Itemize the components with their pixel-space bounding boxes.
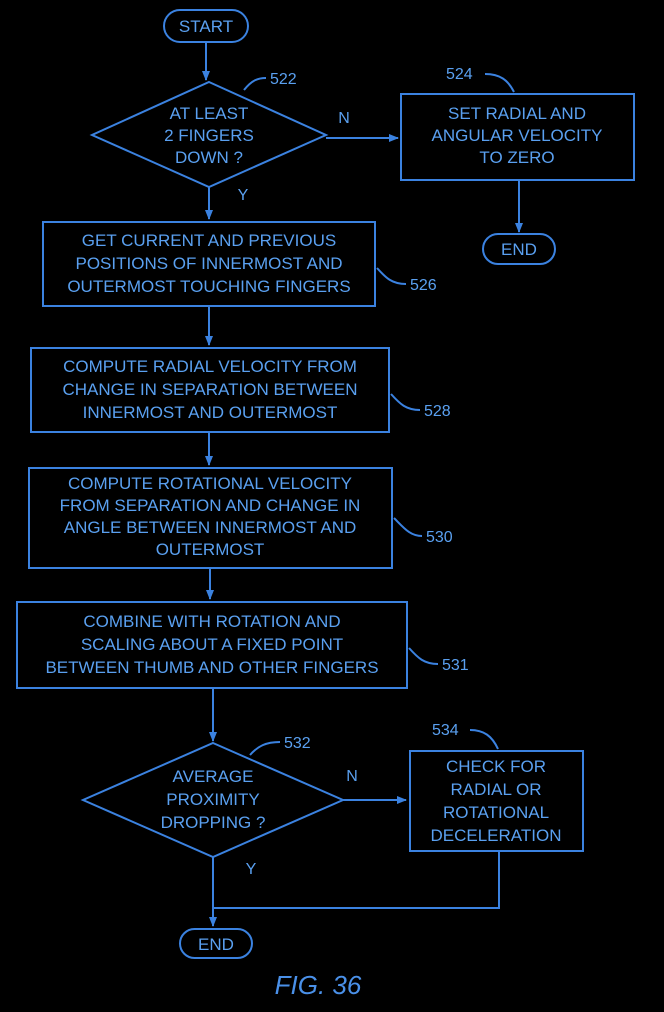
start-terminal: START bbox=[163, 9, 249, 43]
figure-caption: FIG. 36 bbox=[275, 970, 362, 1000]
box-526: GET CURRENT AND PREVIOUS POSITIONS OF IN… bbox=[42, 221, 437, 307]
decision-522-line-2: 2 FINGERS bbox=[164, 126, 254, 145]
decision-522-line-1: AT LEAST bbox=[170, 104, 249, 123]
box-534: CHECK FOR RADIAL OR ROTATIONAL DECELERAT… bbox=[409, 722, 584, 852]
end-right-label: END bbox=[501, 240, 537, 259]
decision-522-line-3: DOWN ? bbox=[175, 148, 243, 167]
start-label: START bbox=[179, 17, 233, 36]
box-528-line-2: CHANGE IN SEPARATION BETWEEN bbox=[62, 380, 357, 399]
ref-534: 534 bbox=[432, 722, 459, 739]
decision-532: AVERAGE PROXIMITY DROPPING ? 532 N Y bbox=[80, 735, 358, 878]
decision-532-yes-label: Y bbox=[246, 861, 257, 878]
ref-528: 528 bbox=[424, 403, 451, 420]
decision-522: AT LEAST 2 FINGERS DOWN ? 522 N Y bbox=[89, 71, 350, 204]
decision-532-line-2: PROXIMITY bbox=[166, 790, 260, 809]
box-534-line-3: ROTATIONAL bbox=[443, 803, 549, 822]
box-530-line-2: FROM SEPARATION AND CHANGE IN bbox=[60, 496, 361, 515]
end-bottom-label: END bbox=[198, 935, 234, 954]
decision-522-yes-label: Y bbox=[238, 187, 249, 204]
box-528: COMPUTE RADIAL VELOCITY FROM CHANGE IN S… bbox=[30, 347, 451, 433]
box-528-line-3: INNERMOST AND OUTERMOST bbox=[83, 403, 338, 422]
connector-534-to-merge bbox=[213, 851, 500, 909]
leader-534 bbox=[469, 729, 499, 750]
box-530-line-4: OUTERMOST bbox=[156, 540, 265, 559]
leader-522 bbox=[243, 77, 267, 91]
box-524: SET RADIAL AND ANGULAR VELOCITY TO ZERO … bbox=[400, 66, 635, 181]
box-526-line-2: POSITIONS OF INNERMOST AND bbox=[76, 254, 343, 273]
box-524-line-1: SET RADIAL AND bbox=[448, 104, 586, 123]
box-531-line-2: SCALING ABOUT A FIXED POINT bbox=[81, 635, 343, 654]
end-terminal-right: END bbox=[482, 233, 556, 265]
ref-522: 522 bbox=[270, 71, 297, 88]
box-526-line-3: OUTERMOST TOUCHING FINGERS bbox=[67, 277, 350, 296]
end-terminal-bottom: END bbox=[179, 928, 253, 959]
ref-526: 526 bbox=[410, 277, 437, 294]
ref-524: 524 bbox=[446, 66, 473, 83]
box-530-line-1: COMPUTE ROTATIONAL VELOCITY bbox=[68, 474, 352, 493]
decision-532-line-1: AVERAGE bbox=[173, 767, 254, 786]
ref-531: 531 bbox=[442, 657, 469, 674]
box-530: COMPUTE ROTATIONAL VELOCITY FROM SEPARAT… bbox=[28, 467, 453, 569]
leader-526 bbox=[376, 267, 407, 285]
box-531-line-3: BETWEEN THUMB AND OTHER FINGERS bbox=[45, 658, 378, 677]
box-531: COMBINE WITH ROTATION AND SCALING ABOUT … bbox=[16, 601, 469, 689]
box-528-line-1: COMPUTE RADIAL VELOCITY FROM bbox=[63, 357, 357, 376]
leader-528 bbox=[390, 393, 421, 411]
leader-530 bbox=[393, 517, 423, 537]
ref-532: 532 bbox=[284, 735, 311, 752]
box-526-line-1: GET CURRENT AND PREVIOUS bbox=[82, 231, 336, 250]
decision-522-no-label: N bbox=[338, 110, 350, 127]
box-530-line-3: ANGLE BETWEEN INNERMOST AND bbox=[64, 518, 357, 537]
box-524-line-3: TO ZERO bbox=[479, 148, 554, 167]
box-531-line-1: COMBINE WITH ROTATION AND bbox=[83, 612, 340, 631]
box-534-line-4: DECELERATION bbox=[431, 826, 562, 845]
box-534-line-1: CHECK FOR bbox=[446, 757, 546, 776]
leader-524 bbox=[484, 73, 515, 93]
leader-532 bbox=[249, 741, 281, 756]
leader-531 bbox=[408, 647, 439, 665]
decision-532-no-label: N bbox=[346, 768, 358, 785]
box-534-line-2: RADIAL OR bbox=[450, 780, 541, 799]
ref-530: 530 bbox=[426, 529, 453, 546]
box-524-line-2: ANGULAR VELOCITY bbox=[432, 126, 603, 145]
decision-532-line-3: DROPPING ? bbox=[161, 813, 266, 832]
